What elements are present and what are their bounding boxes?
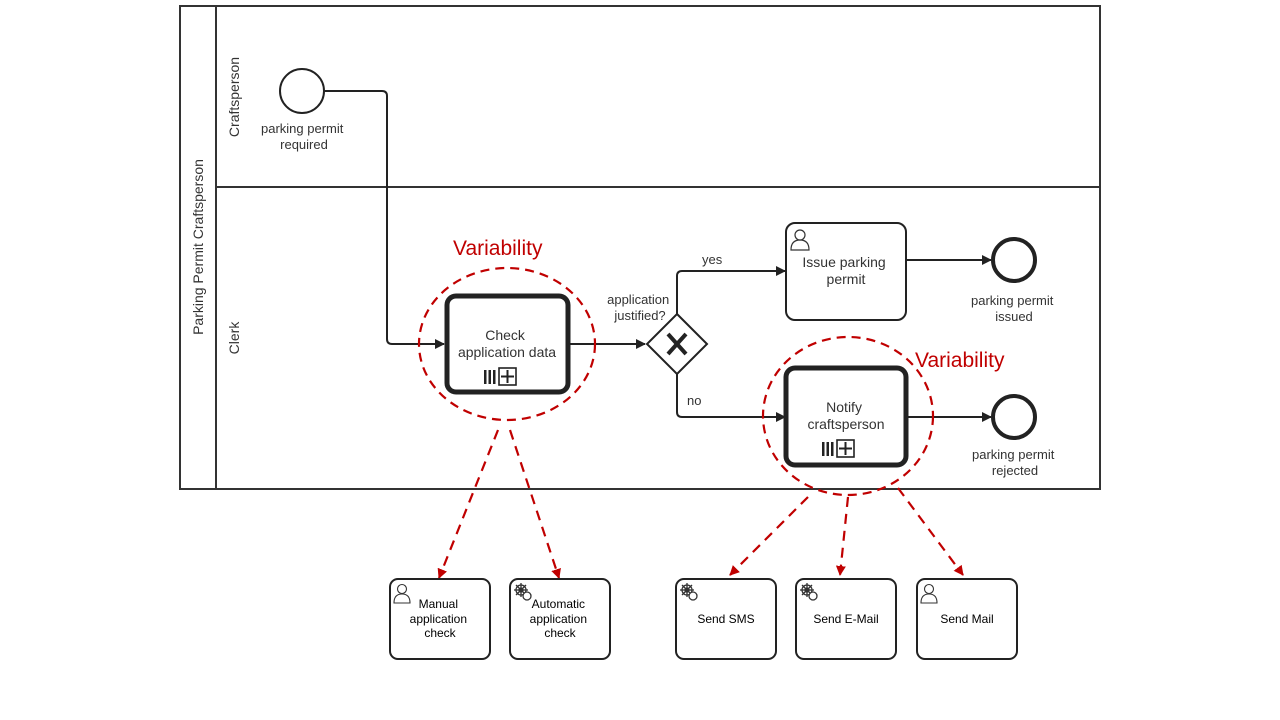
- variability-label-notify: Variability: [915, 349, 1005, 372]
- variability-ellipse-notify: [761, 335, 935, 497]
- x-marker-icon: [666, 332, 688, 356]
- task-issue-parking-permit[interactable]: [785, 222, 907, 321]
- variant-task-automatic[interactable]: [509, 578, 611, 660]
- user-task-icon: [790, 229, 810, 251]
- gateway-label: application justified?: [607, 292, 673, 323]
- end-event-rejected-label: parking permit rejected: [972, 447, 1058, 478]
- multi-instance-icon: [484, 370, 496, 384]
- task-notify-craftsperson[interactable]: [783, 365, 909, 468]
- lane-label-craftsperson: Craftsperson: [226, 57, 242, 137]
- pool: [179, 5, 1101, 490]
- gateway-no-label: no: [687, 393, 701, 408]
- user-task-icon: [393, 583, 411, 604]
- variant-arrow-sms: [729, 496, 809, 576]
- variant-manual-label: Manual application check: [410, 597, 471, 640]
- flow-gateway-no: [676, 374, 786, 422]
- task-issue-label: Issue parking permit: [802, 254, 889, 287]
- variant-arrow-manual: [437, 429, 500, 579]
- task-check-label: Check application data: [458, 327, 556, 360]
- variant-arrow-email: [835, 496, 850, 576]
- variability-ellipse-check: [417, 266, 597, 422]
- task-notify-label: Notify craftsperson: [807, 399, 884, 432]
- pool-label: Parking Permit Craftsperson: [190, 159, 206, 335]
- variant-arrow-automatic: [508, 429, 561, 579]
- end-event-rejected[interactable]: [991, 394, 1037, 440]
- gateway-yes-label: yes: [702, 252, 723, 267]
- variant-arrow-mail: [897, 487, 964, 576]
- subprocess-plus-icon: [498, 367, 517, 386]
- task-check-application-data[interactable]: [444, 293, 571, 395]
- flow-start-to-check: [324, 90, 445, 349]
- lane-label-clerk: Clerk: [226, 321, 242, 355]
- variant-mail-label: Send Mail: [940, 612, 993, 626]
- flow-gateway-yes: [676, 266, 786, 314]
- variant-task-email[interactable]: [795, 578, 897, 660]
- variant-task-manual[interactable]: [389, 578, 491, 660]
- gear-icon: [800, 583, 818, 601]
- variant-task-sms[interactable]: [675, 578, 777, 660]
- end-event-issued-label: parking permit issued: [971, 293, 1057, 324]
- variability-label-check: Variability: [453, 237, 543, 260]
- multi-instance-icon: [822, 442, 834, 456]
- variant-automatic-label: Automatic application check: [530, 597, 591, 640]
- start-event[interactable]: [279, 68, 325, 114]
- variant-sms-label: Send SMS: [697, 612, 754, 626]
- end-event-issued[interactable]: [991, 237, 1037, 283]
- start-event-label: parking permit required: [261, 121, 347, 152]
- variant-task-mail[interactable]: [916, 578, 1018, 660]
- user-task-icon: [920, 583, 938, 604]
- subprocess-plus-icon: [836, 439, 855, 458]
- variant-email-label: Send E-Mail: [813, 612, 878, 626]
- gear-icon: [680, 583, 698, 601]
- gear-icon: [514, 583, 532, 601]
